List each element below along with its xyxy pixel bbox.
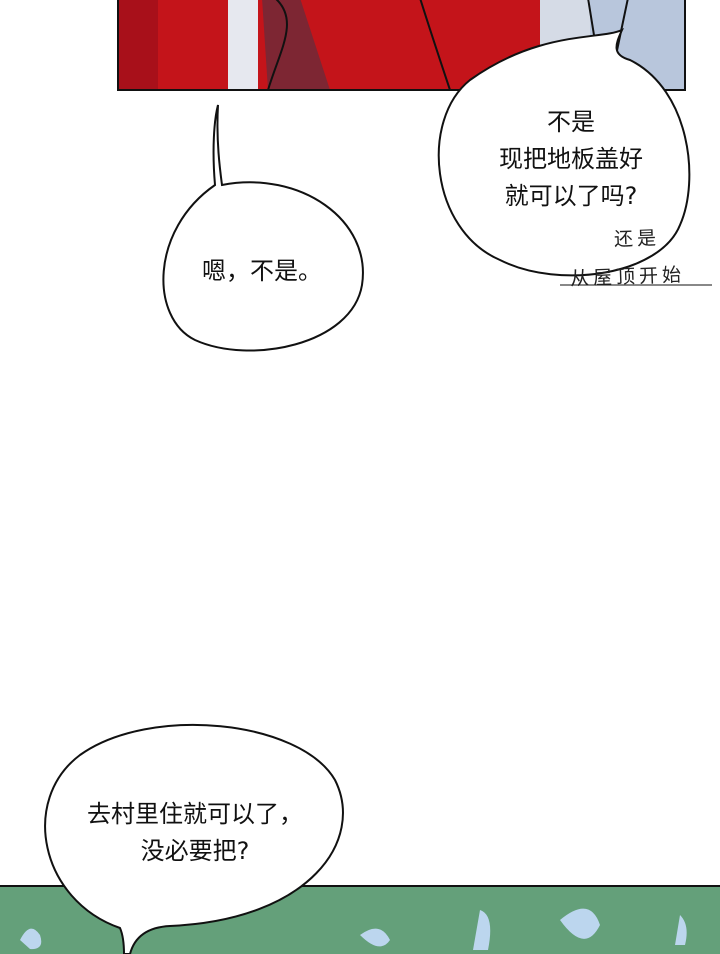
- bubble-bottom-line: 去村里住就可以了，: [87, 800, 303, 828]
- bubble-right-text: 不是 现把地板盖好 就可以了吗?: [440, 104, 702, 215]
- bubble-left-text: 嗯，不是。: [202, 257, 322, 285]
- bubble-right-line: 不是: [547, 108, 595, 136]
- bubble-bottom-line: 没必要把?: [140, 837, 250, 865]
- speech-bubble-left: [162, 104, 364, 352]
- bubble-right-line: 现把地板盖好: [499, 145, 643, 173]
- handwritten-note-line2: 从屋顶开始: [569, 263, 686, 290]
- bubble-bottom-text: 去村里住就可以了， 没必要把?: [30, 796, 360, 870]
- handwritten-note-line1: 还是: [613, 227, 661, 251]
- bubble-right-line: 就可以了吗?: [504, 182, 638, 210]
- speech-bubble-bottom: [44, 723, 344, 954]
- speech-bubble-right: [437, 27, 691, 277]
